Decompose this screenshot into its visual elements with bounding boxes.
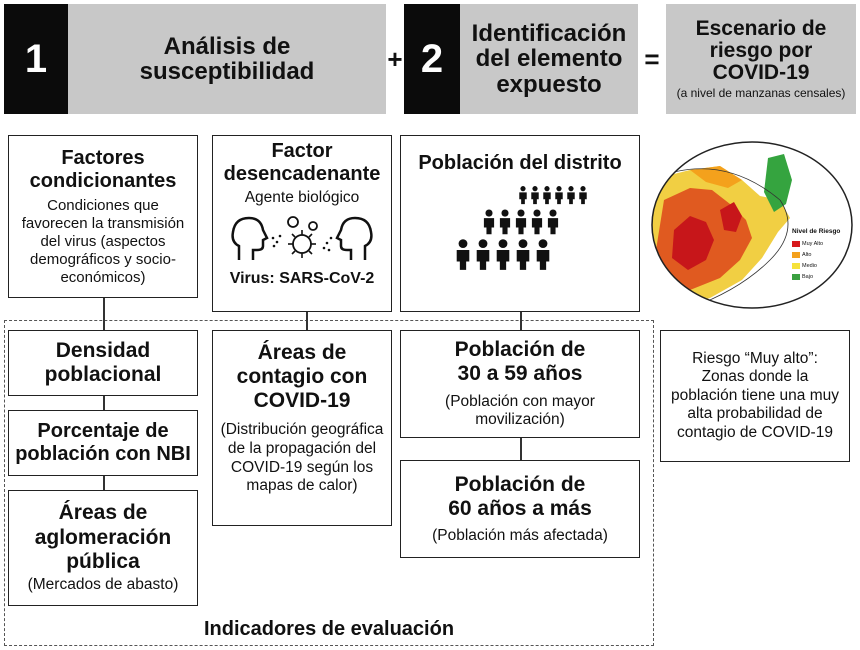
legend-label: Alto [802, 251, 812, 258]
legend-label: Muy Alto [802, 240, 824, 247]
virus-name: Virus: SARS-CoV-2 [229, 269, 375, 287]
legend-label: Bajo [802, 273, 814, 280]
poblacion-distrito-box: Población del distrito [400, 135, 640, 312]
riesgo-note: Riesgo “Muy alto”: Zonas donde la poblac… [670, 349, 840, 441]
nbi-title: Porcentaje de población con NBI [15, 420, 191, 465]
aglomeracion-note: (Mercados de abasto) [27, 575, 179, 593]
connector-line-virus [306, 312, 308, 330]
result-title: Escenario de riesgo por COVID-19 [695, 17, 827, 85]
factores-desc: Condiciones que favorecen la transmisión… [21, 196, 185, 286]
contagio-title: Áreas de contagio con COVID-19 [236, 341, 368, 413]
connector-line-poblacion [520, 312, 522, 330]
connector-line-pob30-pob60 [520, 438, 522, 460]
map-legend-title: Nivel de Riesgo [792, 228, 841, 235]
legend-swatch [792, 240, 800, 247]
contagio-box: Áreas de contagio con COVID-19 (Distribu… [212, 330, 392, 526]
step-1-number: 1 [4, 4, 68, 114]
pob60-title: Población de 60 años a más [448, 472, 592, 520]
risk-map: Nivel de Riesgo Muy Alto Alto Medio Bajo [650, 140, 854, 310]
legend-item: Muy Alto [792, 238, 823, 249]
desencadenante-subtitle: Agente biológico [244, 189, 360, 206]
step-2-title: Identificación del elemento expuesto [460, 4, 638, 114]
pob60-note: (Población más afectada) [432, 526, 608, 544]
plus-sign: + [387, 44, 403, 74]
legend-swatch [792, 273, 800, 280]
legend-item: Bajo [792, 271, 823, 282]
step-2-number: 2 [404, 4, 460, 114]
pob30-title: Población de 30 a 59 años [454, 338, 586, 386]
poblacion-distrito-title: Población del distrito [418, 152, 622, 174]
nbi-box: Porcentaje de población con NBI [8, 410, 198, 476]
legend-swatch [792, 251, 800, 258]
result-note: (a nivel de manzanas censales) [676, 86, 846, 101]
virus-transmission-icon [231, 215, 373, 260]
factores-condicionantes-box: Factores condicionantes Condiciones que … [8, 135, 198, 298]
densidad-box: Densidad poblacional [8, 330, 198, 396]
legend-item: Medio [792, 260, 823, 271]
contagio-note: (Distribución geográfica de la propagaci… [220, 421, 384, 495]
population-icon [456, 186, 587, 270]
indicators-region [4, 320, 654, 646]
factores-title: Factores condicionantes [29, 146, 177, 192]
pob60-box: Población de 60 años a más (Población má… [400, 460, 640, 558]
pob30-box: Población de 30 a 59 años (Población con… [400, 330, 640, 438]
pob30-note: (Población con mayor movilización) [445, 392, 595, 429]
result-header: Escenario de riesgo por COVID-19 (a nive… [666, 4, 856, 114]
legend-item: Alto [792, 249, 823, 260]
legend-label: Medio [802, 262, 817, 269]
factor-desencadenante-box: Factor desencadenante Agente biológico V… [212, 135, 392, 312]
indicators-label: Indicadores de evaluación [203, 618, 455, 640]
desencadenante-title: Factor desencadenante [223, 140, 381, 185]
step-1-title: Análisis de susceptibilidad [68, 4, 386, 114]
equals-sign: = [644, 44, 660, 74]
legend-swatch [792, 262, 800, 269]
aglomeracion-title: Áreas de aglomeración pública [34, 501, 172, 573]
map-legend: Muy Alto Alto Medio Bajo [792, 238, 823, 282]
aglomeracion-box: Áreas de aglomeración pública (Mercados … [8, 490, 198, 606]
riesgo-note-box: Riesgo “Muy alto”: Zonas donde la poblac… [660, 330, 850, 462]
densidad-title: Densidad poblacional [44, 338, 162, 386]
